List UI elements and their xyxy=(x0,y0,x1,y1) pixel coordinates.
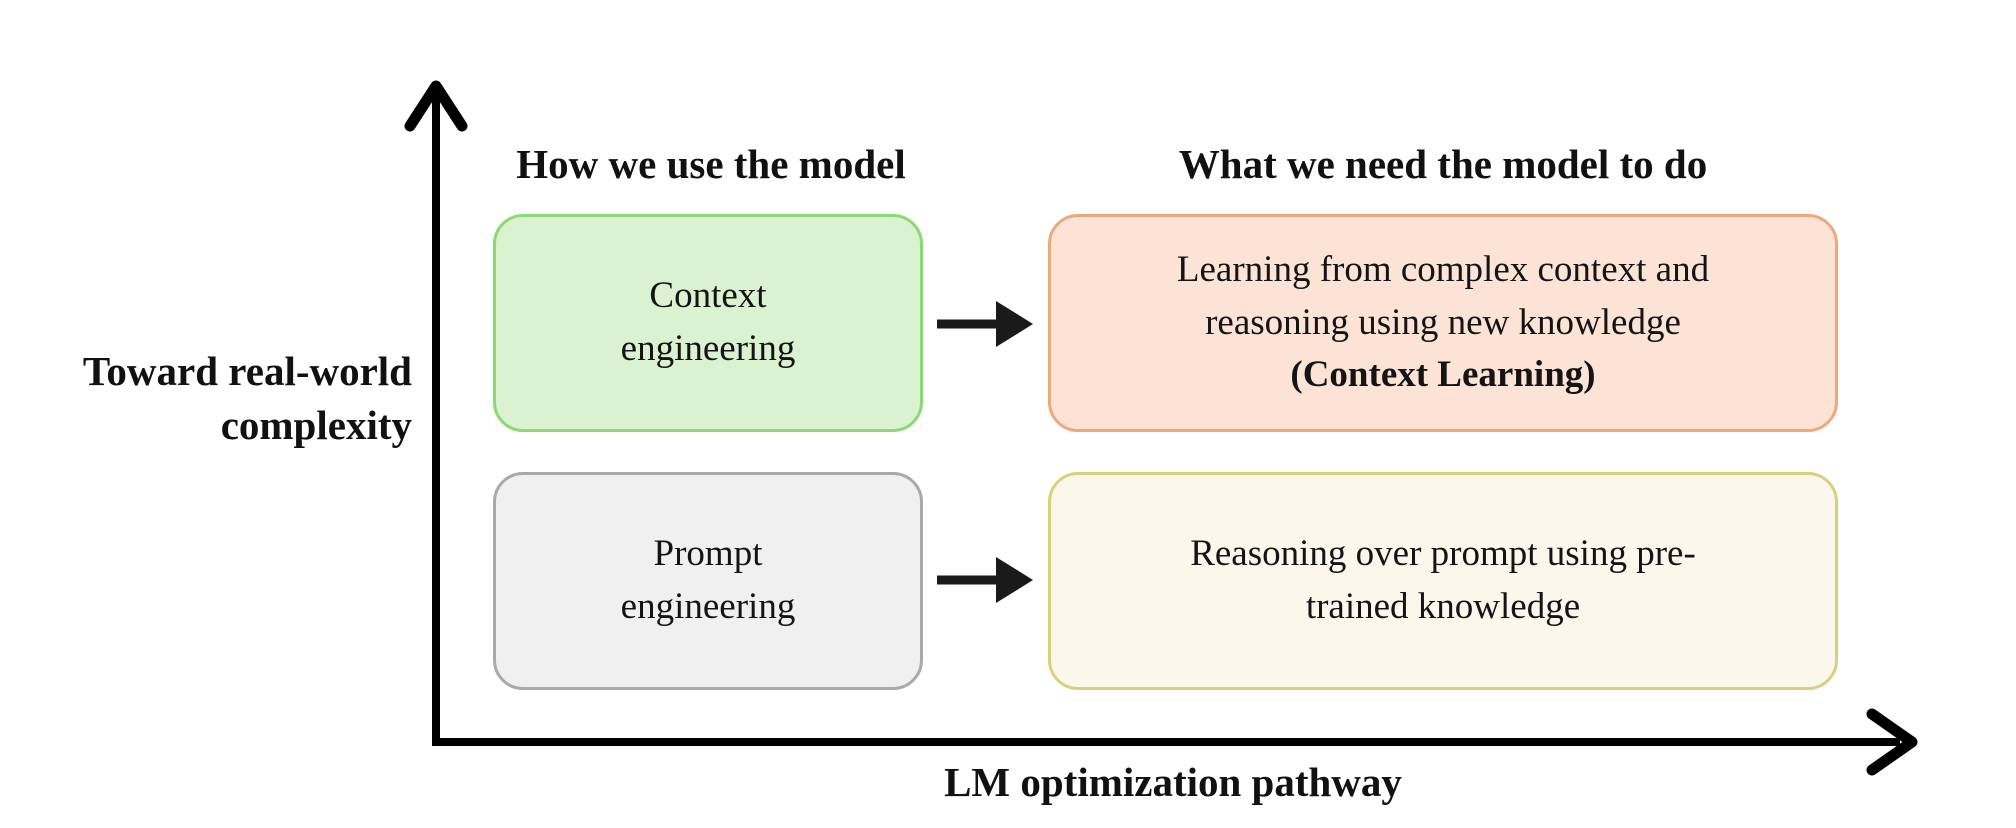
x-axis-arrowhead-icon xyxy=(1866,708,1918,776)
arrow-context-to-learning xyxy=(937,301,1033,347)
y-axis xyxy=(404,80,468,746)
box-context-engineering-label: Context engineering xyxy=(620,275,796,369)
box-pretrained-reasoning: Reasoning over prompt using pre- trained… xyxy=(1048,472,1838,690)
arrow-prompt-to-reasoning xyxy=(937,557,1033,603)
box-context-learning-bold-text: (Context Learning) xyxy=(1290,354,1596,396)
box-context-learning-label: Learning from complex context and reason… xyxy=(1177,244,1709,402)
column-header-what-we-need: What we need the model to do xyxy=(1178,141,1708,187)
column-header-how-we-use: How we use the model xyxy=(516,141,906,187)
x-axis xyxy=(432,708,1918,776)
y-axis-label: Toward real-world complexity xyxy=(82,348,412,449)
box-pretrained-reasoning-label: Reasoning over prompt using pre- trained… xyxy=(1190,533,1696,627)
x-axis-label: LM optimization pathway xyxy=(944,759,1402,805)
box-context-engineering: Context engineering xyxy=(493,214,923,432)
box-context-learning: Learning from complex context and reason… xyxy=(1048,214,1838,432)
box-prompt-engineering-label: Prompt engineering xyxy=(620,533,796,627)
y-axis-arrowhead-icon xyxy=(404,80,468,132)
box-prompt-engineering: Prompt engineering xyxy=(493,472,923,690)
arrowhead-icon xyxy=(996,557,1033,603)
arrowhead-icon xyxy=(996,301,1033,347)
box-context-learning-text: Learning from complex context and reason… xyxy=(1176,249,1710,343)
